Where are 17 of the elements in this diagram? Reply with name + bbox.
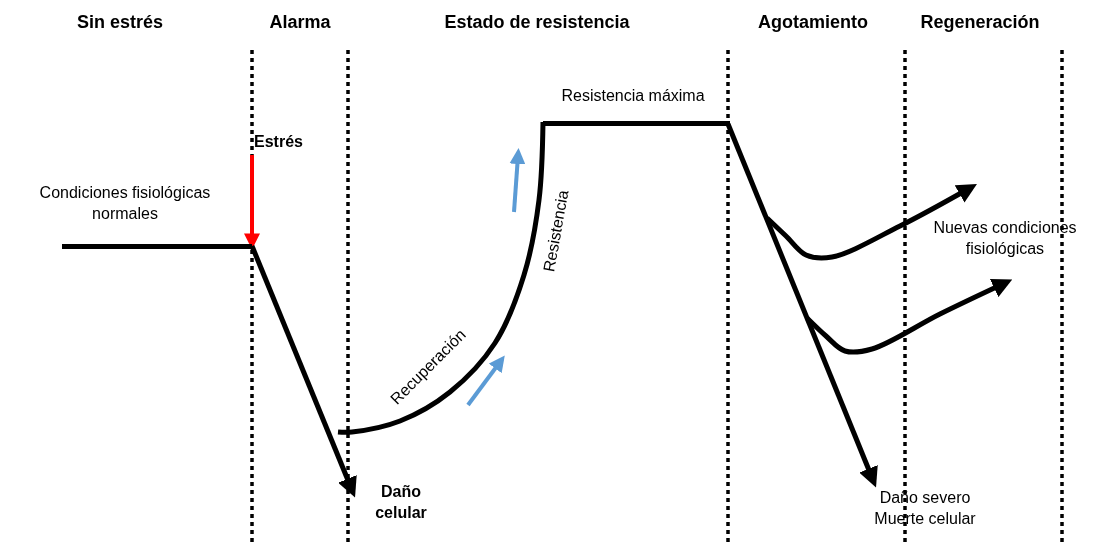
- node-label: Condiciones fisiológicas normales: [38, 183, 212, 224]
- node-label: Daño severo Muerte celular: [873, 488, 977, 529]
- phase-heading: Regeneración: [920, 12, 1040, 33]
- node-label: Nuevas condiciones fisiológicas: [932, 218, 1078, 259]
- arrow: [765, 184, 977, 261]
- phase-heading: Agotamiento: [758, 12, 868, 33]
- arrow: [249, 245, 357, 498]
- arrow: [725, 123, 878, 488]
- curve-label: Resistencia: [539, 188, 573, 274]
- curve-line: [337, 121, 546, 435]
- node-label: Resistencia máxima: [560, 86, 706, 106]
- node-label: Daño celular: [374, 482, 428, 523]
- arrow: [805, 279, 1013, 355]
- phase-heading: Alarma: [269, 12, 331, 33]
- phase-heading: Estado de resistencia: [444, 12, 630, 33]
- node-label: Estrés: [254, 132, 304, 152]
- phase-heading: Sin estrés: [76, 12, 163, 33]
